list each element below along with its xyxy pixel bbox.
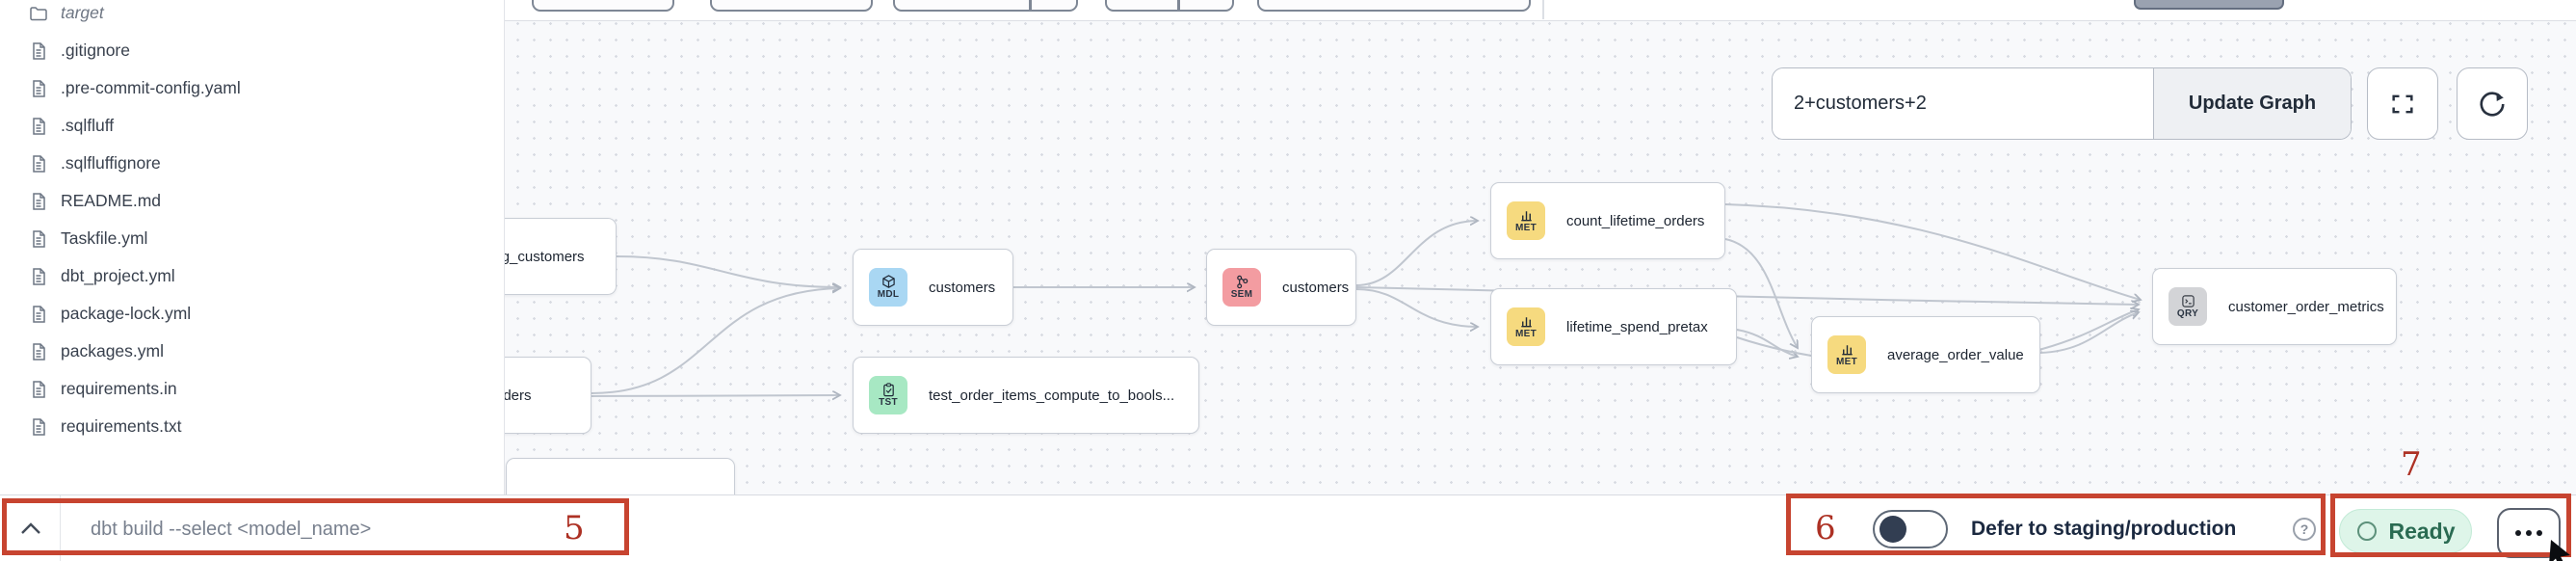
- cube-icon: [881, 275, 895, 288]
- file-list: target .gitignore .pre-commit-config.yam…: [0, 0, 504, 445]
- button-divider: [1177, 0, 1180, 10]
- file-explorer-sidebar: target .gitignore .pre-commit-config.yam…: [0, 0, 505, 494]
- bar-chart-icon: [1520, 211, 1532, 222]
- toggle-knob: [1879, 516, 1906, 543]
- bar-chart-icon: [1520, 317, 1532, 328]
- model-badge: MDL: [869, 268, 907, 307]
- ellipsis-icon: [2515, 530, 2521, 536]
- file-row[interactable]: .sqlfluffignore: [0, 145, 504, 182]
- refresh-icon: [2480, 91, 2505, 116]
- file-row[interactable]: package-lock.yml: [0, 295, 504, 333]
- semantic-badge: SEM: [1222, 268, 1261, 307]
- bar-chart-icon: [1841, 345, 1853, 356]
- toolbar-button-cropped-1[interactable]: [532, 0, 674, 12]
- query-badge: QRY: [2169, 287, 2207, 326]
- file-row[interactable]: .pre-commit-config.yaml: [0, 69, 504, 107]
- metric-badge: MET: [1507, 201, 1545, 240]
- file-row[interactable]: requirements.in: [0, 370, 504, 408]
- graph-node-customers-model[interactable]: MDL customers: [853, 249, 1013, 326]
- refresh-button[interactable]: [2457, 67, 2528, 140]
- graph-node-count-lifetime-orders[interactable]: MET count_lifetime_orders: [1490, 182, 1725, 259]
- command-bar: Defer to staging/production ? Ready: [0, 494, 2576, 561]
- help-icon[interactable]: ?: [2293, 518, 2316, 541]
- update-graph-button[interactable]: Update Graph: [2153, 68, 2351, 139]
- graph-node-customer-order-metrics[interactable]: QRY customer_order_metrics: [2152, 268, 2397, 345]
- graph-selector-group: Update Graph: [1772, 67, 2352, 140]
- file-row[interactable]: dbt_project.yml: [0, 257, 504, 295]
- panel-divider: [1542, 0, 1544, 19]
- toolbar-button-cropped-3[interactable]: [893, 0, 1078, 12]
- file-icon: [33, 267, 45, 285]
- toolbar-button-cropped-2[interactable]: [710, 0, 873, 12]
- toolbar-button-cropped-5[interactable]: [1257, 0, 1531, 12]
- chevron-up-icon: [21, 521, 40, 534]
- fullscreen-icon: [2392, 94, 2413, 113]
- file-icon: [33, 41, 45, 60]
- terminal-icon: [2181, 295, 2195, 307]
- file-icon: [33, 229, 45, 248]
- graph-node-test-order-items[interactable]: TST test_order_items_compute_to_bools...: [853, 357, 1199, 434]
- more-options-button[interactable]: [2497, 508, 2561, 558]
- file-row[interactable]: requirements.txt: [0, 408, 504, 445]
- status-badge[interactable]: Ready: [2339, 509, 2472, 553]
- file-row-target[interactable]: target: [0, 0, 504, 32]
- expand-command-panel-button[interactable]: [13, 513, 48, 544]
- file-icon: [33, 79, 45, 97]
- button-divider: [1029, 0, 1032, 10]
- clipboard-check-icon: [882, 383, 894, 397]
- metric-badge: MET: [1507, 307, 1545, 346]
- command-input[interactable]: [89, 507, 613, 551]
- file-icon: [33, 305, 45, 323]
- graph-selector-input[interactable]: [1773, 68, 2153, 139]
- top-toolbar-strip: [504, 0, 2576, 21]
- fullscreen-button[interactable]: [2367, 67, 2438, 140]
- file-row[interactable]: packages.yml: [0, 333, 504, 370]
- status-label: Ready: [2388, 518, 2456, 544]
- defer-label: Defer to staging/production: [1971, 517, 2237, 540]
- graph-node-lifetime-spend-pretax[interactable]: MET lifetime_spend_pretax: [1490, 288, 1737, 365]
- defer-toggle[interactable]: [1873, 510, 1948, 548]
- file-icon: [33, 117, 45, 135]
- file-row[interactable]: README.md: [0, 182, 504, 220]
- test-badge: TST: [869, 376, 907, 414]
- file-row[interactable]: .gitignore: [0, 32, 504, 69]
- graph-node-average-order-value[interactable]: MET average_order_value: [1811, 316, 2040, 393]
- file-row[interactable]: Taskfile.yml: [0, 220, 504, 257]
- file-icon: [33, 192, 45, 210]
- folder-icon: [30, 6, 47, 20]
- file-icon: [33, 380, 45, 398]
- toolbar-button-cropped-dark[interactable]: [2134, 0, 2284, 10]
- file-icon: [33, 342, 45, 361]
- file-row[interactable]: .sqlfluff: [0, 107, 504, 145]
- file-icon: [33, 417, 45, 436]
- file-icon: [33, 154, 45, 173]
- graph-node-customers-semantic[interactable]: SEM customers: [1206, 249, 1356, 326]
- command-bar-divider: [60, 495, 61, 561]
- toolbar-button-cropped-4[interactable]: [1105, 0, 1234, 12]
- status-circle-icon: [2357, 521, 2378, 541]
- metric-badge: MET: [1827, 335, 1866, 374]
- network-icon: [1236, 275, 1248, 289]
